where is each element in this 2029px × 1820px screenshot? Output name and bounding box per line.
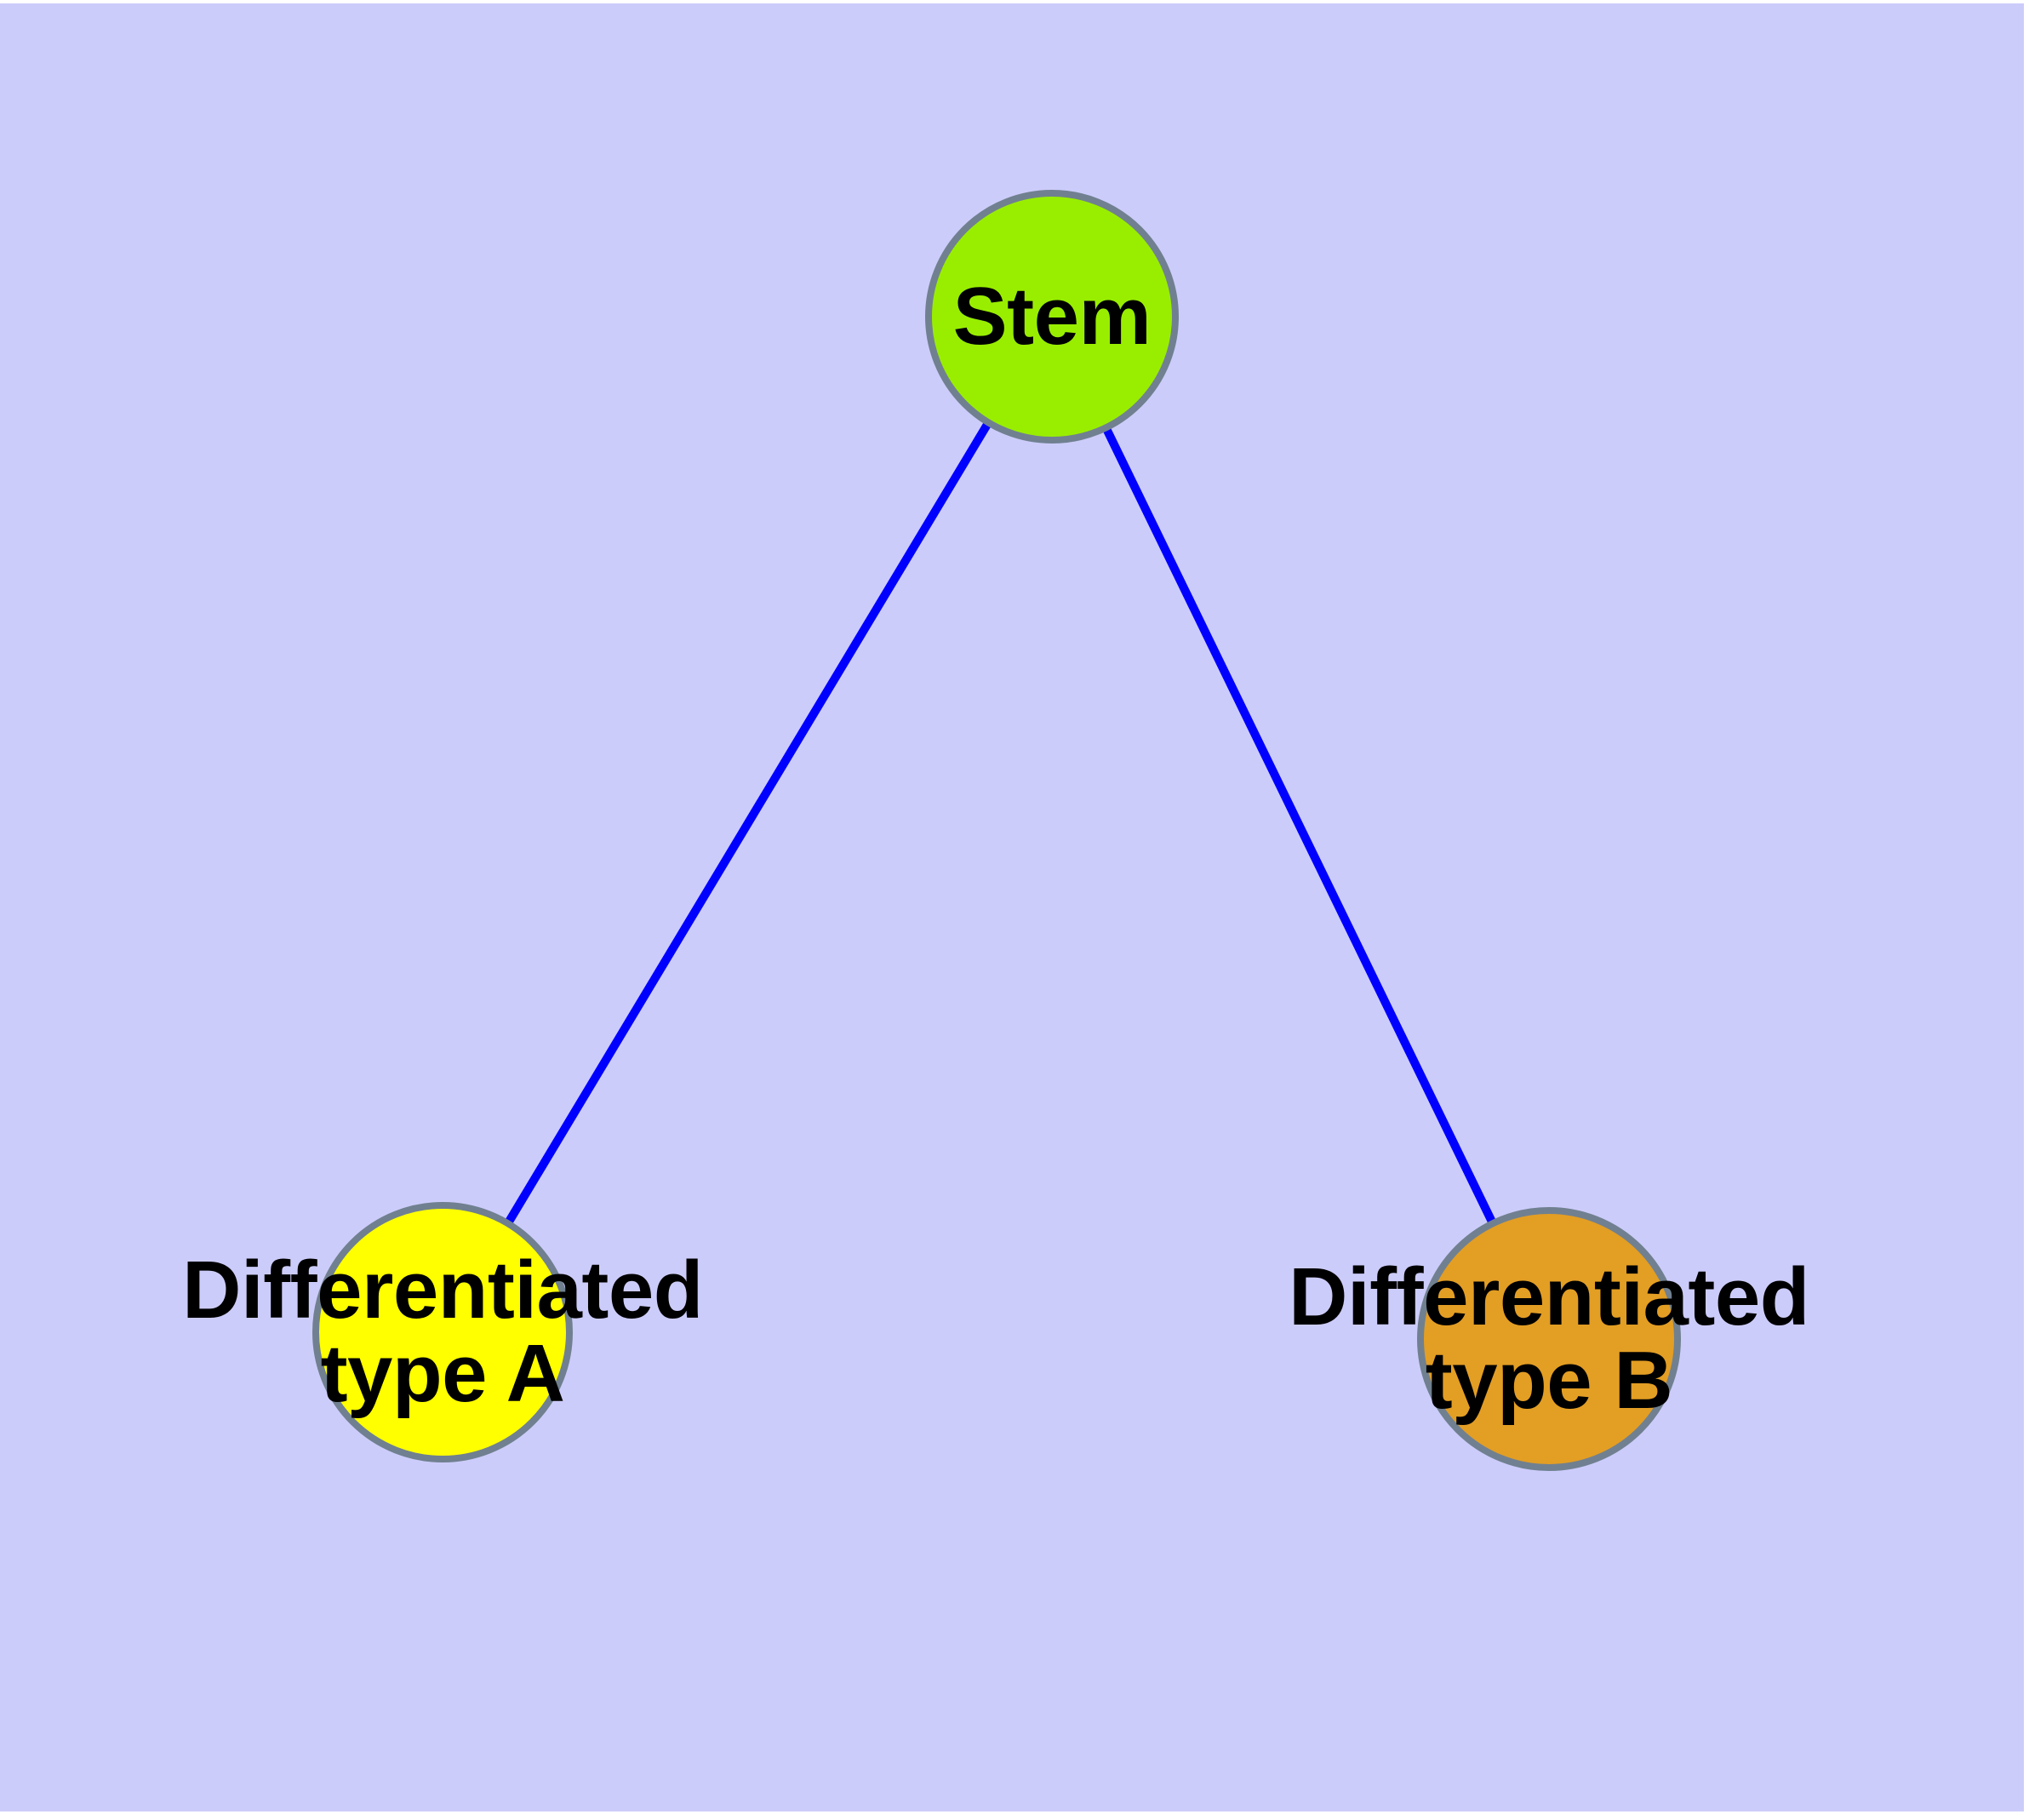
edge-stem-to-differentiated-type-a[interactable]: [504, 420, 992, 1226]
node-differentiated-type-b[interactable]: [1417, 1207, 1681, 1471]
node-stem[interactable]: [925, 190, 1179, 444]
edge-stem-to-differentiated-type-b[interactable]: [1101, 426, 1497, 1226]
edges-layer: [504, 420, 1497, 1226]
nodes-layer: [312, 190, 1681, 1471]
node-differentiated-type-a[interactable]: [312, 1202, 573, 1462]
